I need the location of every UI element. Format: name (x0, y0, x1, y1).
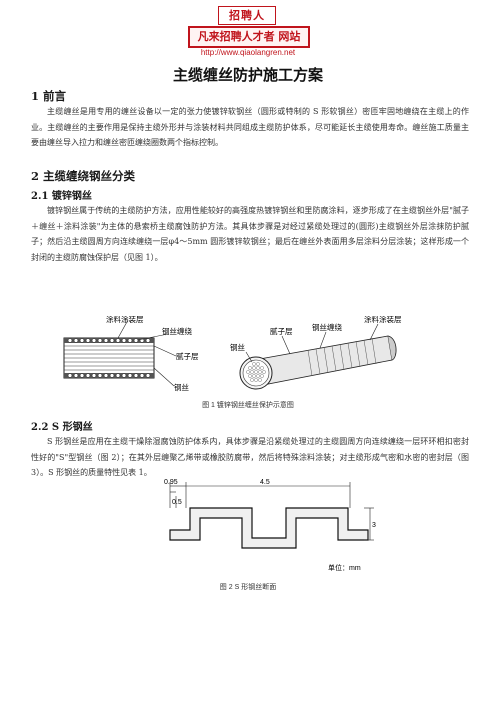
left-cable-section (63, 319, 177, 387)
section-heading-intro: 1 前言 (31, 89, 67, 103)
s-wire-paragraph: S 形钢丝是应用在主缆干燥除湿腐蚀防护体系内，具体步骤是沿紧缆处理过的主缆圆周方… (31, 437, 469, 477)
logo-url[interactable]: http://www.qiaolangren.net (200, 48, 296, 57)
document-title: 主缆缠丝防护施工方案 (172, 66, 323, 84)
label-wrap-wire: 钢丝缠绕 (162, 326, 192, 336)
logo-middle-text: 凡来招聘人才者 网站 (188, 26, 310, 48)
dim-label-a: 0.95 (164, 479, 178, 486)
intro-paragraph: 主缆缠丝是用专用的缠丝设备以一定的张力使镀锌软钢丝（圆形或特制的 S 形软钢丝）… (31, 107, 469, 147)
label-right-wrap: 钢丝缠绕 (312, 322, 342, 332)
label-right-wire: 钢丝 (230, 342, 245, 352)
dim-label-d: 3 (372, 522, 376, 529)
figure-s-wire-cross-section: 0.95 4.5 0.5 3 单位：mm (164, 479, 376, 572)
section-heading-classification: 2 主缆缠绕钢丝分类 (31, 169, 136, 183)
label-wire: 钢丝 (174, 382, 189, 392)
figure-2-caption: 图 2 S 形钢丝断面 (219, 584, 277, 591)
subsection-heading-galvanized: 2.1 镀锌钢丝 (31, 191, 92, 202)
right-cable-3d (239, 323, 397, 390)
label-right-putty: 腻子层 (270, 327, 293, 336)
figure-1-caption: 图 1 镀锌钢丝缠丝保护示意图 (202, 402, 294, 409)
unit-label: 单位：mm (328, 563, 361, 572)
dim-label-c: 0.5 (172, 499, 182, 506)
dim-label-b: 4.5 (260, 479, 270, 486)
site-logo: 招聘人 凡来招聘人才者 网站 http://www.qiaolangren.ne… (188, 6, 310, 62)
subsection-heading-s-wire: 2.2 S 形钢丝 (31, 422, 93, 433)
label-right-coating: 涂料涂装层 (364, 316, 402, 324)
label-putty: 腻子层 (176, 352, 199, 361)
galvanized-paragraph: 镀锌钢丝属于传统的主缆防护方法，应用性能较好的高强度热镀锌钢丝和里防腐涂料，逐步… (31, 206, 469, 262)
logo-top-text: 招聘人 (218, 6, 276, 25)
label-coating: 涂料涂装层 (106, 316, 144, 324)
figure-galvanized-wire-diagram: 涂料涂装层 钢丝缠绕 腻子层 钢丝 钢丝 腻子层 钢丝缠绕 涂料涂装层 (63, 316, 402, 392)
